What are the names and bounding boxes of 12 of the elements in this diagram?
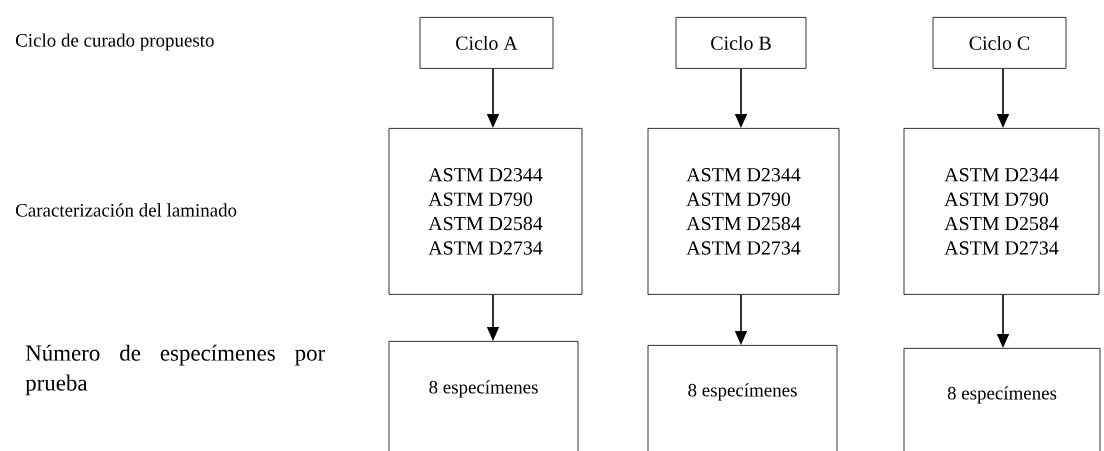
standards-box: ASTM D2344 ASTM D790 ASTM D2584 ASTM D2734 (647, 128, 840, 295)
cycle-box: Ciclo C (932, 17, 1067, 69)
standards-box: ASTM D2344 ASTM D790 ASTM D2584 ASTM D2734 (388, 128, 583, 295)
specimen-box: 8 especímenes (903, 348, 1101, 451)
specimen-box: 8 especímenes (388, 341, 579, 451)
cycle-box: Ciclo A (419, 17, 554, 69)
standards-box: ASTM D2344 ASTM D790 ASTM D2584 ASTM D2734 (903, 128, 1100, 295)
row-label: Caracterización del laminado (16, 203, 237, 217)
specimen-box: 8 especímenes (647, 345, 838, 451)
cycle-box: Ciclo B (675, 17, 807, 69)
row-label: Ciclo de curado propuesto (16, 33, 214, 51)
row-label: Número de especímenes por prueba (25, 344, 326, 396)
